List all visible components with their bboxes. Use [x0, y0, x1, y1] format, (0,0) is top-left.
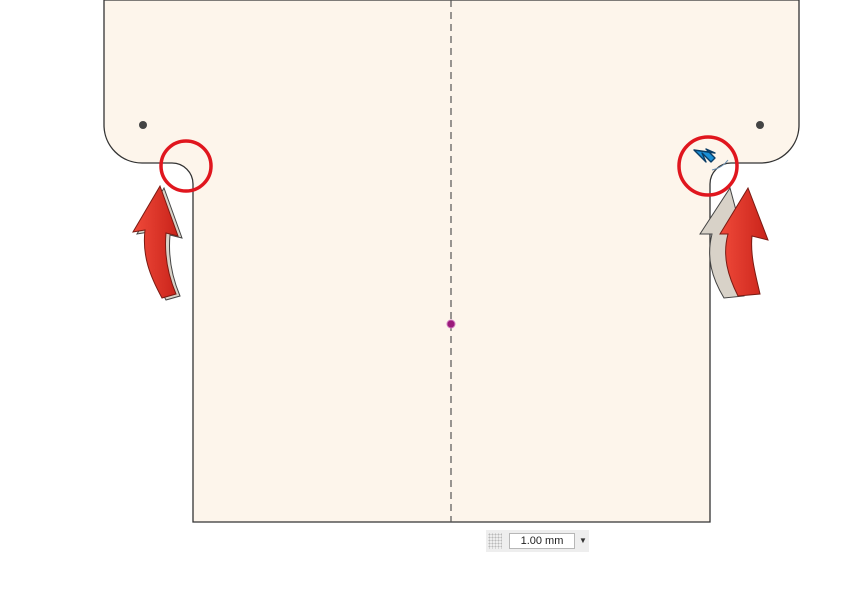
dimension-input-box: 1.00 mm ▼: [486, 530, 589, 552]
center-point[interactable]: [446, 319, 456, 329]
cursor-arrow-icon: [693, 148, 716, 163]
right-curved-arrow-icon: [699, 186, 769, 299]
left-corner-highlight: [159, 139, 213, 193]
cursor-trace: [711, 159, 729, 171]
left-curved-arrow-icon: [132, 184, 183, 301]
right-hole-point[interactable]: [756, 121, 764, 129]
dimension-value-field[interactable]: 1.00 mm: [509, 533, 575, 549]
right-corner-highlight: [677, 135, 739, 197]
left-hole-point[interactable]: [139, 121, 147, 129]
drag-grip-icon[interactable]: [488, 533, 502, 549]
sketch-profile[interactable]: [103, 0, 800, 523]
triangle-down-icon[interactable]: ▼: [579, 536, 587, 545]
